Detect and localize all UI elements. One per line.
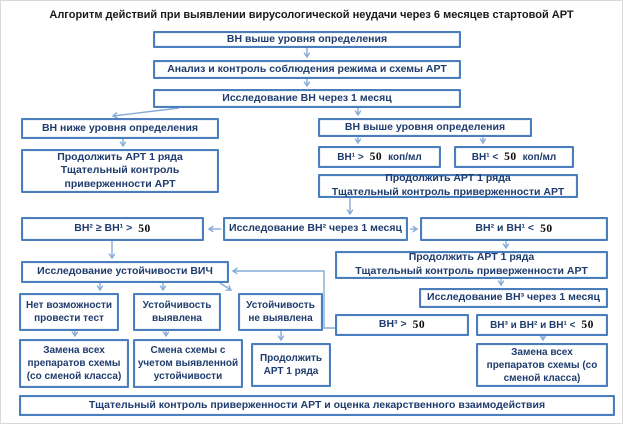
box-vn3-vn2-vn1-lt-50: ВН³ и ВН² и ВН¹ < 50 bbox=[476, 314, 608, 336]
box-vn1-gt-50: ВН¹ > 50 коп/мл bbox=[318, 146, 441, 168]
vn2-ge-value: 50 bbox=[138, 222, 151, 235]
box-vn-above-start: ВН выше уровня определения bbox=[153, 31, 461, 48]
vn3-gt-prefix: ВН³ > bbox=[378, 318, 407, 331]
box-vn3-gt-50: ВН³ > 50 bbox=[335, 314, 469, 336]
vn1-gt-prefix: ВН¹ > bbox=[337, 151, 364, 163]
box-vl-test-vn3: Исследование ВН³ через 1 месяц bbox=[419, 288, 608, 308]
vn1-lt-suffix: коп/мл bbox=[522, 151, 557, 163]
box-resistance-found: Устойчивость выявлена bbox=[133, 293, 221, 331]
box-adherence-analysis: Анализ и контроль соблюдения режима и сх… bbox=[153, 60, 461, 79]
box-continue-art-right-2: Продолжить АРТ 1 ряда Тщательный контрол… bbox=[335, 251, 608, 279]
page-title: Алгоритм действий при выявлении вирусоло… bbox=[49, 9, 574, 21]
vn1-lt-value: 50 bbox=[504, 150, 517, 163]
box-vl-test-1-month: Исследование ВН через 1 месяц bbox=[153, 89, 461, 108]
box-continue-art-right-1: Продолжить АРТ 1 ряда Тщательный контрол… bbox=[318, 172, 578, 198]
box-vn-below-detection: ВН ниже уровня определения bbox=[21, 118, 219, 139]
vn1-gt-suffix: коп/мл bbox=[388, 151, 422, 163]
box-vn2-and-vn1-lt-50: ВН² и ВН¹ < 50 bbox=[420, 217, 608, 241]
vn3-lt-value: 50 bbox=[581, 318, 594, 331]
vn2-lt-prefix: ВН² и ВН¹ < bbox=[475, 222, 535, 235]
box-footer-adherence-control: Тщательный контроль приверженности АРТ и… bbox=[19, 395, 615, 416]
box-vn1-lt-50: ВН¹ < 50 коп/мл bbox=[454, 146, 574, 168]
vn2-ge-prefix: ВН² ≥ ВН¹ > bbox=[74, 222, 133, 235]
box-no-test-possible: Нет возможности провести тест bbox=[19, 293, 119, 331]
box-vn2-ge-vn1: ВН² ≥ ВН¹ > 50 bbox=[21, 217, 204, 241]
box-continue-first-line: Продолжить АРТ 1 ряда bbox=[251, 343, 331, 387]
box-hiv-resistance-test: Исследование устойчивости ВИЧ bbox=[21, 261, 229, 283]
vn1-lt-prefix: ВН¹ < bbox=[471, 151, 499, 163]
box-change-scheme: Смена схемы с учетом выявленной устойчив… bbox=[133, 339, 243, 388]
box-vl-test-vn2: Исследование ВН² через 1 месяц bbox=[223, 217, 408, 241]
vn3-lt-prefix: ВН³ и ВН² и ВН¹ < bbox=[490, 319, 576, 331]
box-continue-art-left: Продолжить АРТ 1 ряда Тщательный контрол… bbox=[21, 149, 219, 193]
box-replace-all-drugs-right: Замена всех препаратов схемы (со сменой … bbox=[476, 343, 608, 387]
box-resistance-not-found: Устойчивость не выявлена bbox=[238, 293, 323, 331]
vn3-gt-value: 50 bbox=[412, 318, 426, 331]
box-vn-above-detection: ВН выше уровня определения bbox=[318, 118, 532, 137]
box-replace-all-drugs-left: Замена всех препаратов схемы (со сменой … bbox=[19, 339, 129, 388]
vn2-lt-value: 50 bbox=[540, 222, 553, 235]
vn1-gt-value: 50 bbox=[369, 150, 383, 163]
